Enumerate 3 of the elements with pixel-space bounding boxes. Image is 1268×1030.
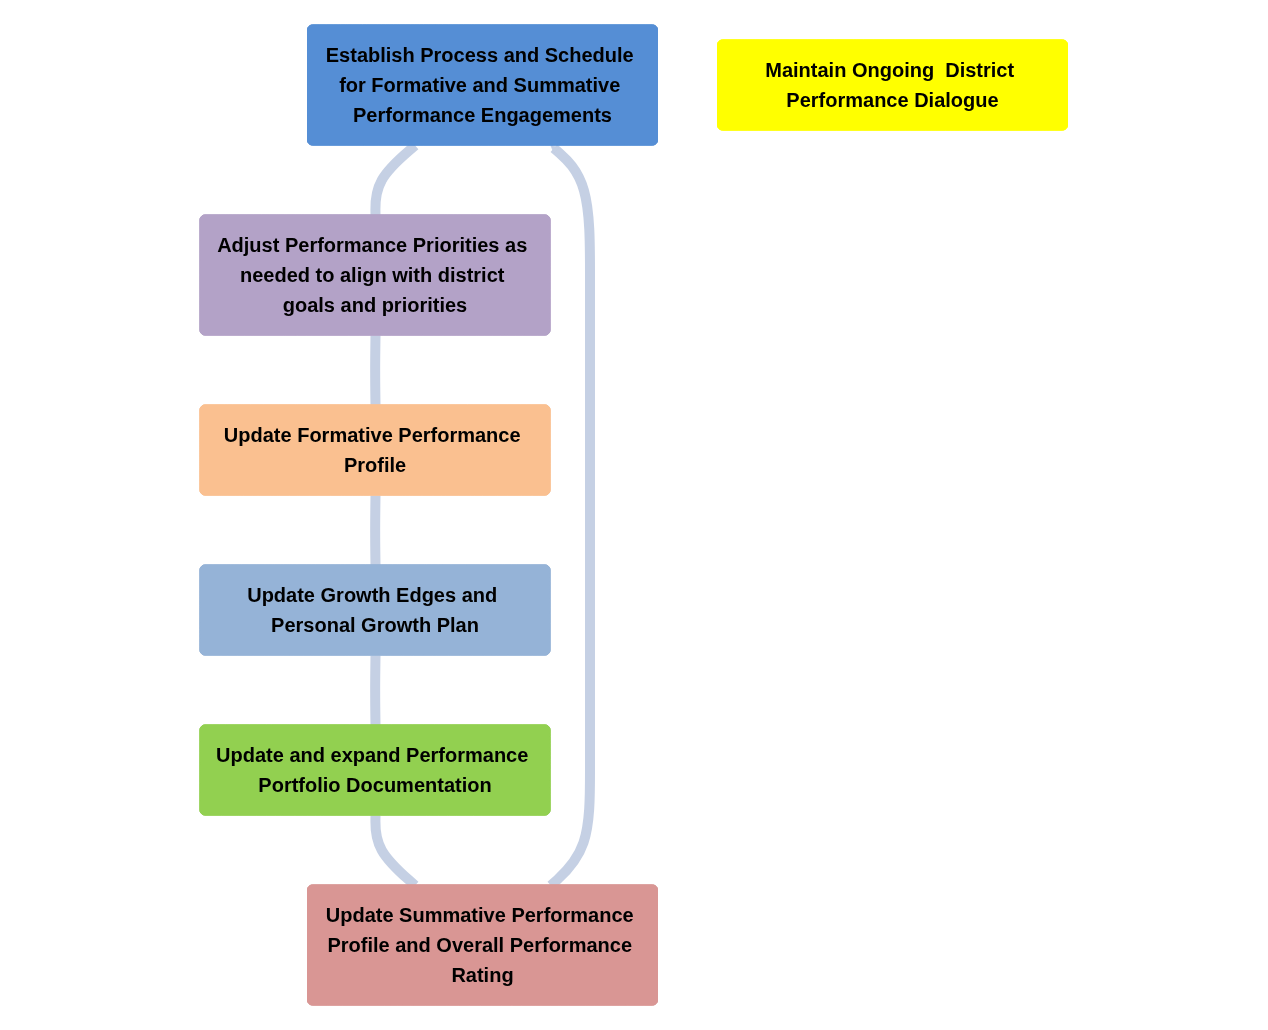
connector — [370, 495, 381, 566]
connector — [370, 655, 381, 726]
connector — [370, 335, 381, 406]
